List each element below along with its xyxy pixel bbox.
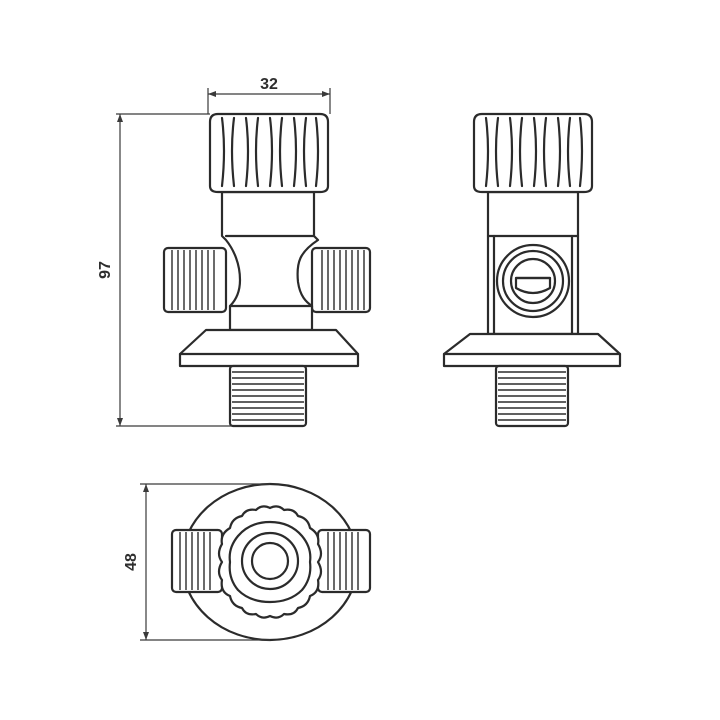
side-outlet-face xyxy=(495,243,571,319)
top-handle xyxy=(217,505,323,619)
front-right-outlet xyxy=(310,246,372,314)
dimension-height: 97 xyxy=(97,113,232,427)
dimension-height-label: 97 xyxy=(97,261,114,279)
side-handle xyxy=(472,112,594,194)
dimension-width: 32 xyxy=(207,76,331,114)
top-center-ring-inner xyxy=(250,541,290,581)
top-center-ring-outer xyxy=(240,531,300,591)
dimension-depth-label: 48 xyxy=(123,553,140,571)
front-handle xyxy=(208,112,330,194)
side-bottom-thread xyxy=(494,364,570,428)
side-flange xyxy=(442,332,622,368)
front-view xyxy=(162,112,372,428)
top-view xyxy=(170,482,372,642)
front-bottom-thread xyxy=(228,364,308,428)
dimension-width-label: 32 xyxy=(260,76,278,93)
top-handle-inner xyxy=(228,520,312,604)
front-left-outlet xyxy=(162,246,228,314)
top-left-outlet xyxy=(170,528,224,594)
top-right-outlet xyxy=(316,528,372,594)
dimension-depth: 48 xyxy=(123,483,270,641)
front-flange xyxy=(178,328,360,368)
front-body xyxy=(220,190,320,332)
side-view xyxy=(442,112,622,428)
